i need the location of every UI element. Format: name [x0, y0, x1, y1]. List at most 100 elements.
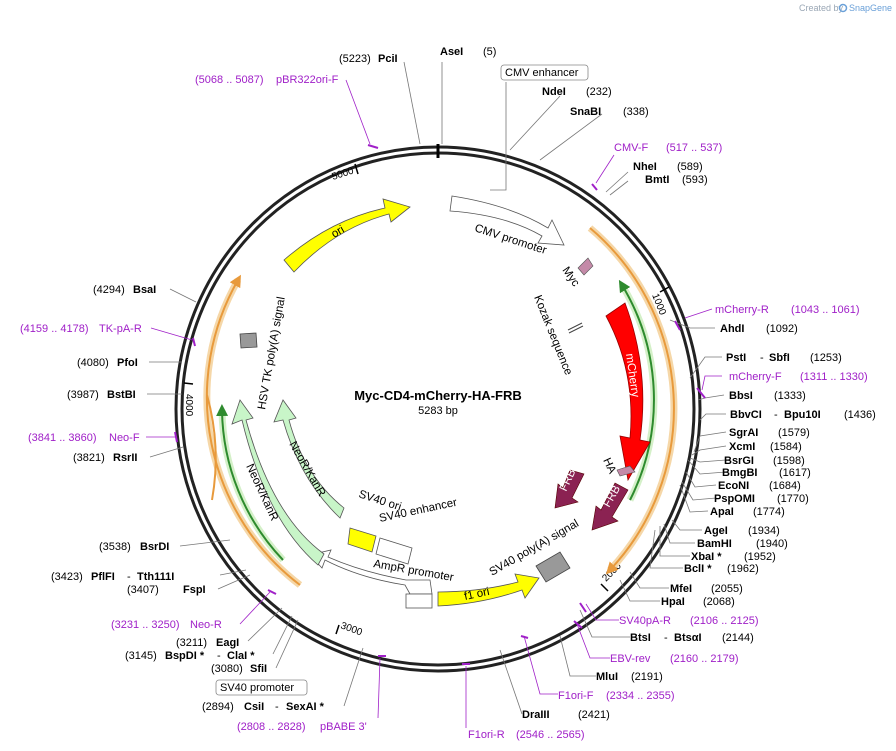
site-sexai[interactable]: SexAI *: [286, 701, 325, 713]
site-apai[interactable]: ApaI: [710, 506, 734, 518]
site-bsrgi-pos: (1598): [773, 455, 805, 467]
site-bbvci[interactable]: BbvCI: [730, 409, 762, 421]
site-snabi[interactable]: SnaBI: [570, 106, 601, 118]
sv40-enhancer-feature: [375, 537, 413, 565]
site-asei-pos: (5): [483, 46, 496, 58]
site-pflfi[interactable]: PflFI: [91, 571, 115, 583]
snapgene-logo-icon: [838, 3, 848, 13]
primer-mcherryr[interactable]: mCherry-R: [715, 304, 769, 316]
site-hpai[interactable]: HpaI: [661, 596, 685, 608]
site-bpu10i[interactable]: Bpu10I: [784, 409, 821, 421]
site-csii[interactable]: CsiI: [244, 701, 264, 713]
site-sgrai[interactable]: SgrAI: [729, 427, 758, 439]
cmv-enhancer-box[interactable]: CMV enhancer: [500, 64, 589, 81]
plasmid-size: 5283 bp: [418, 405, 458, 417]
cmv-enhancer-label: CMV enhancer: [505, 67, 579, 79]
primer-neof[interactable]: Neo-F: [109, 432, 140, 444]
primer-f1orif-range: (2334 .. 2355): [606, 690, 675, 702]
site-bmgbi[interactable]: BmgBI: [722, 467, 757, 479]
primer-mcherryf[interactable]: mCherry-F: [729, 371, 782, 383]
site-xcmi-pos: (1584): [770, 441, 802, 453]
site-nhei[interactable]: NheI: [633, 161, 657, 173]
site-bbsi[interactable]: BbsI: [729, 390, 753, 402]
site-xbai[interactable]: XbaI *: [691, 551, 722, 563]
primer-tkpar[interactable]: TK-pA-R: [99, 323, 142, 335]
site-bbsi-pos: (1333): [774, 390, 806, 402]
site-agei[interactable]: AgeI: [704, 525, 728, 537]
site-pcii-pos: (5223): [339, 53, 371, 65]
primer-sv40par[interactable]: SV40pA-R: [619, 615, 671, 627]
site-bspdi[interactable]: BspDI *: [165, 650, 205, 662]
site-pflfi-pos: (3423): [51, 571, 83, 583]
plasmid-name: Myc-CD4-mCherry-HA-FRB: [354, 388, 522, 403]
site-bsrgi[interactable]: BsrGI: [724, 455, 754, 467]
primer-pbabe3-range: (2808 .. 2828): [237, 721, 306, 733]
ha-feature: [616, 465, 636, 477]
site-bamhi-pos: (1940): [756, 538, 788, 550]
site-sbfi[interactable]: SbfI: [769, 352, 790, 364]
site-draiii[interactable]: DraIII: [522, 709, 550, 721]
site-btsi-pos: (2144): [722, 632, 754, 644]
site-fspi[interactable]: FspI: [183, 584, 206, 596]
site-bmti[interactable]: BmtI: [645, 174, 669, 186]
site-bcli-pos: (1962): [727, 563, 759, 575]
site-mfei-pos: (2055): [711, 583, 743, 595]
site-bamhi[interactable]: BamHI: [697, 538, 732, 550]
tick-label-3000: 3000: [339, 620, 364, 638]
site-bcli[interactable]: BclI *: [684, 563, 712, 575]
mcherry-arrow: [605, 302, 651, 482]
site-clai[interactable]: ClaI *: [227, 650, 255, 662]
primer-f1orir-range: (2546 .. 2565): [516, 729, 585, 741]
primer-neor-range: (3231 .. 3250): [111, 619, 180, 631]
primer-f1orif[interactable]: F1ori-F: [558, 690, 594, 702]
site-bsrdi-pos: (3538): [99, 541, 131, 553]
site-asei[interactable]: AseI: [440, 46, 463, 58]
site-bsai[interactable]: BsaI: [133, 284, 156, 296]
orange-arc-left-2: [206, 394, 217, 501]
site-rsrii[interactable]: RsrII: [113, 452, 137, 464]
site-mlui[interactable]: MluI: [596, 671, 618, 683]
primer-tkpar-range: (4159 .. 4178): [20, 323, 89, 335]
site-bmgbi-pos: (1617): [779, 467, 811, 479]
site-bstbi[interactable]: BstBI: [107, 389, 136, 401]
primer-ebvrev[interactable]: EBV-rev: [610, 653, 651, 665]
site-xcmi[interactable]: XcmI: [729, 441, 755, 453]
site-rsrii-pos: (3821): [73, 452, 105, 464]
site-mlui-pos: (2191): [631, 671, 663, 683]
myc-feature: [577, 257, 594, 276]
primer-cmvf-range: (517 .. 537): [666, 142, 722, 154]
site-btsai[interactable]: BtsαI: [674, 632, 702, 644]
primer-cmvf[interactable]: CMV-F: [614, 142, 649, 154]
site-pspomi[interactable]: PspOMI: [714, 493, 755, 505]
sv40-promoter-box[interactable]: SV40 promoter: [215, 679, 308, 696]
sv40-promoter-label: SV40 promoter: [220, 682, 294, 694]
site-bspdi-pos: (3145): [125, 650, 157, 662]
site-bstbi-pos: (3987): [67, 389, 99, 401]
site-bsrdi[interactable]: BsrDI: [140, 541, 169, 553]
site-xbai-pos: (1952): [744, 551, 776, 563]
site-tth111i[interactable]: Tth111I: [137, 571, 174, 583]
site-econi[interactable]: EcoNI: [718, 480, 749, 492]
primer-pbabe3[interactable]: pBABE 3': [320, 721, 367, 733]
site-bmti-pos: (593): [682, 174, 708, 186]
site-sfii[interactable]: SfiI: [250, 663, 267, 675]
primer-pbr322[interactable]: pBR322ori-F: [276, 74, 339, 86]
primer-f1orir[interactable]: F1ori-R: [468, 729, 505, 741]
site-mfei[interactable]: MfeI: [670, 583, 692, 595]
site-pcii[interactable]: PciI: [378, 53, 398, 65]
site-ndei[interactable]: NdeI: [542, 86, 566, 98]
sv40-polya-feature: [535, 551, 571, 583]
site-psti[interactable]: PstI: [726, 352, 746, 364]
kozak-label: Kozak sequence: [531, 294, 574, 377]
site-btsi[interactable]: BtsI: [630, 632, 651, 644]
site-eagi[interactable]: EagI: [216, 637, 239, 649]
ha-label: HA: [600, 456, 618, 476]
neokanr-arrow-inner: [273, 399, 345, 519]
primer-neor[interactable]: Neo-R: [190, 619, 222, 631]
site-pfoi[interactable]: PfoI: [117, 357, 138, 369]
site-sfii-pos: (3080): [211, 663, 243, 675]
site-hpai-pos: (2068): [703, 596, 735, 608]
site-ahdi[interactable]: AhdI: [720, 323, 744, 335]
site-bspdi-sep: -: [217, 650, 221, 662]
